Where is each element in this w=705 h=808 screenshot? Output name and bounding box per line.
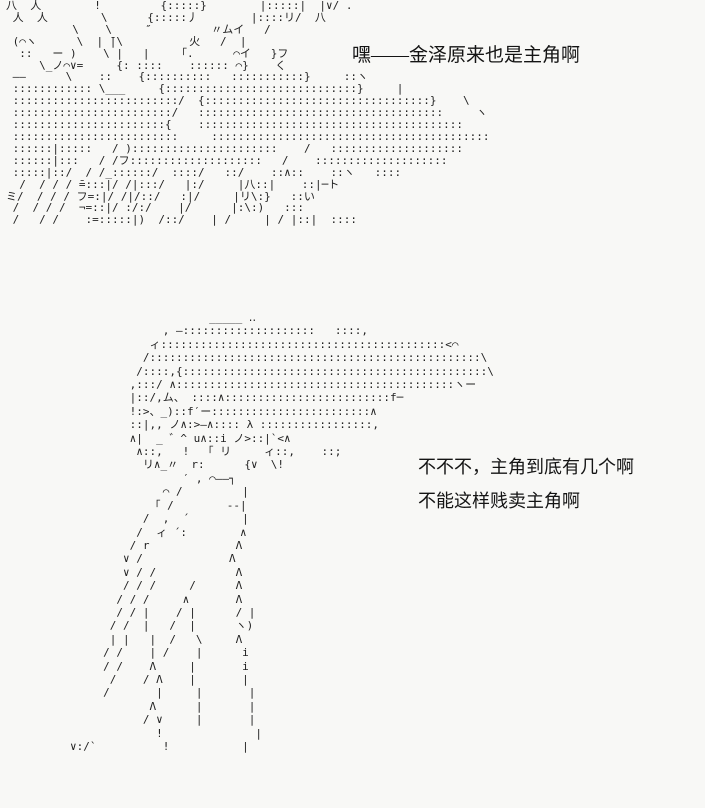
dialogue-bottom-line-1: 不不不，主角到底有几个啊: [418, 457, 634, 477]
dialogue-bottom: 不不不，主角到底有几个啊 不能这样贱卖主角啊: [418, 450, 634, 518]
dialogue-bottom-line-2: 不能这样贱卖主角啊: [418, 491, 580, 511]
dialogue-top: 嘿——金泽原来也是主角啊: [352, 45, 581, 66]
ascii-art-top-scene: 八 人 ! {:::::} |:::::| |∨/ . 人 人 \ {:::::…: [6, 0, 490, 227]
ascii-art-character-figure: _____ ‥ , ―:::::::::::::::::::: ::::, ィ:…: [70, 311, 494, 753]
